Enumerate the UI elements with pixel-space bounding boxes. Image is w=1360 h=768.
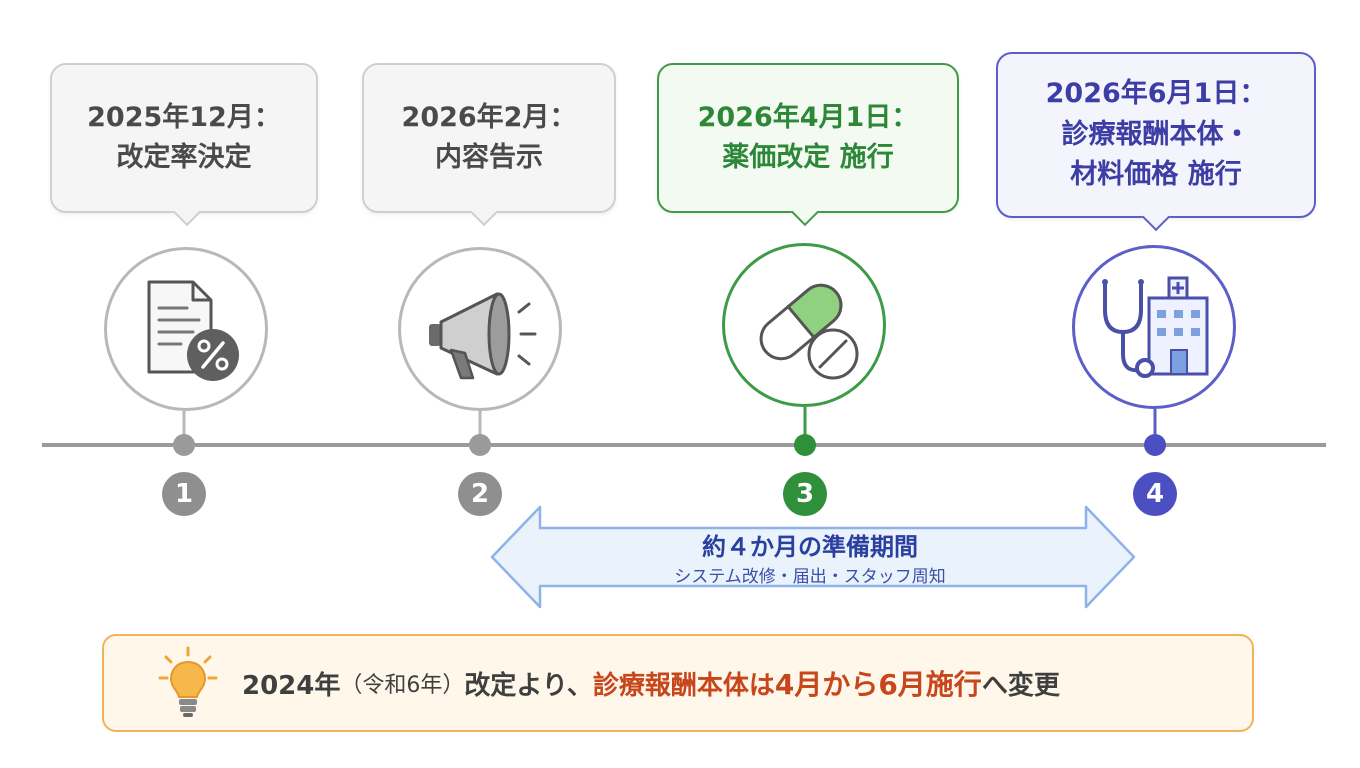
milestone-1-icon-circle (104, 247, 268, 411)
timeline-dot-3 (794, 434, 816, 456)
note-suffix: へ変更 (981, 670, 1060, 701)
pill-tablet-icon (759, 283, 859, 380)
stethoscope-hospital-icon (1102, 276, 1209, 378)
note-highlight-subject: 診療報酬本体は (592, 670, 775, 701)
note-era: （令和6年） (340, 673, 465, 698)
lightbulb-icon (158, 646, 218, 717)
callout-milestone-1: 2025年12月： 改定率決定 (50, 63, 318, 227)
note-revision: 改定より、 (464, 670, 593, 701)
note-box: 2024年 （令和6年） 改定より、 診療報酬本体は 4月から6月施行 へ変更 (102, 634, 1254, 732)
callout-milestone-2: 2026年2月： 内容告示 (362, 63, 616, 227)
timeline-dot-4 (1144, 434, 1166, 456)
note-year: 2024年 (242, 670, 341, 701)
megaphone-icon (429, 292, 537, 380)
milestone-3-date: 2026年4月1日： (697, 101, 919, 133)
note-highlight-change: 4月から6月施行 (774, 668, 982, 701)
milestone-2-title: 内容告示 (435, 142, 543, 173)
milestone-4-title-line2: 材料価格 施行 (1070, 159, 1242, 191)
milestone-1-title: 改定率決定 (116, 142, 252, 173)
preparation-subtitle: システム改修・届出・スタッフ周知 (674, 567, 946, 587)
note-text: 2024年 （令和6年） 改定より、 診療報酬本体は 4月から6月施行 へ変更 (242, 636, 1060, 730)
document-percent-icon (147, 280, 239, 381)
milestone-3-title: 薬価改定 施行 (722, 142, 894, 173)
step-badge-3: 3 (783, 472, 827, 516)
milestone-2-date: 2026年2月： (401, 101, 577, 133)
preparation-period: 約４か月の準備期間 システム改修・届出・スタッフ周知 (540, 530, 1080, 590)
step-badge-1: 1 (162, 472, 206, 516)
milestone-4-icon-circle (1072, 245, 1236, 409)
milestone-2-icon-circle (398, 247, 562, 411)
preparation-title: 約４か月の準備期間 (702, 533, 918, 561)
timeline-dot-1 (173, 434, 195, 456)
callout-milestone-3: 2026年4月1日： 薬価改定 施行 (657, 63, 959, 227)
timeline-dot-2 (469, 434, 491, 456)
milestone-1-date: 2025年12月： (87, 101, 281, 133)
step-badge-2: 2 (458, 472, 502, 516)
milestone-3-icon-circle (722, 243, 886, 407)
milestone-4-date: 2026年6月1日： (1045, 78, 1267, 110)
step-badge-4: 4 (1133, 472, 1177, 516)
milestone-4-title-line1: 診療報酬本体・ (1061, 118, 1251, 150)
callout-milestone-4: 2026年6月1日： 診療報酬本体・ 材料価格 施行 (996, 52, 1316, 232)
